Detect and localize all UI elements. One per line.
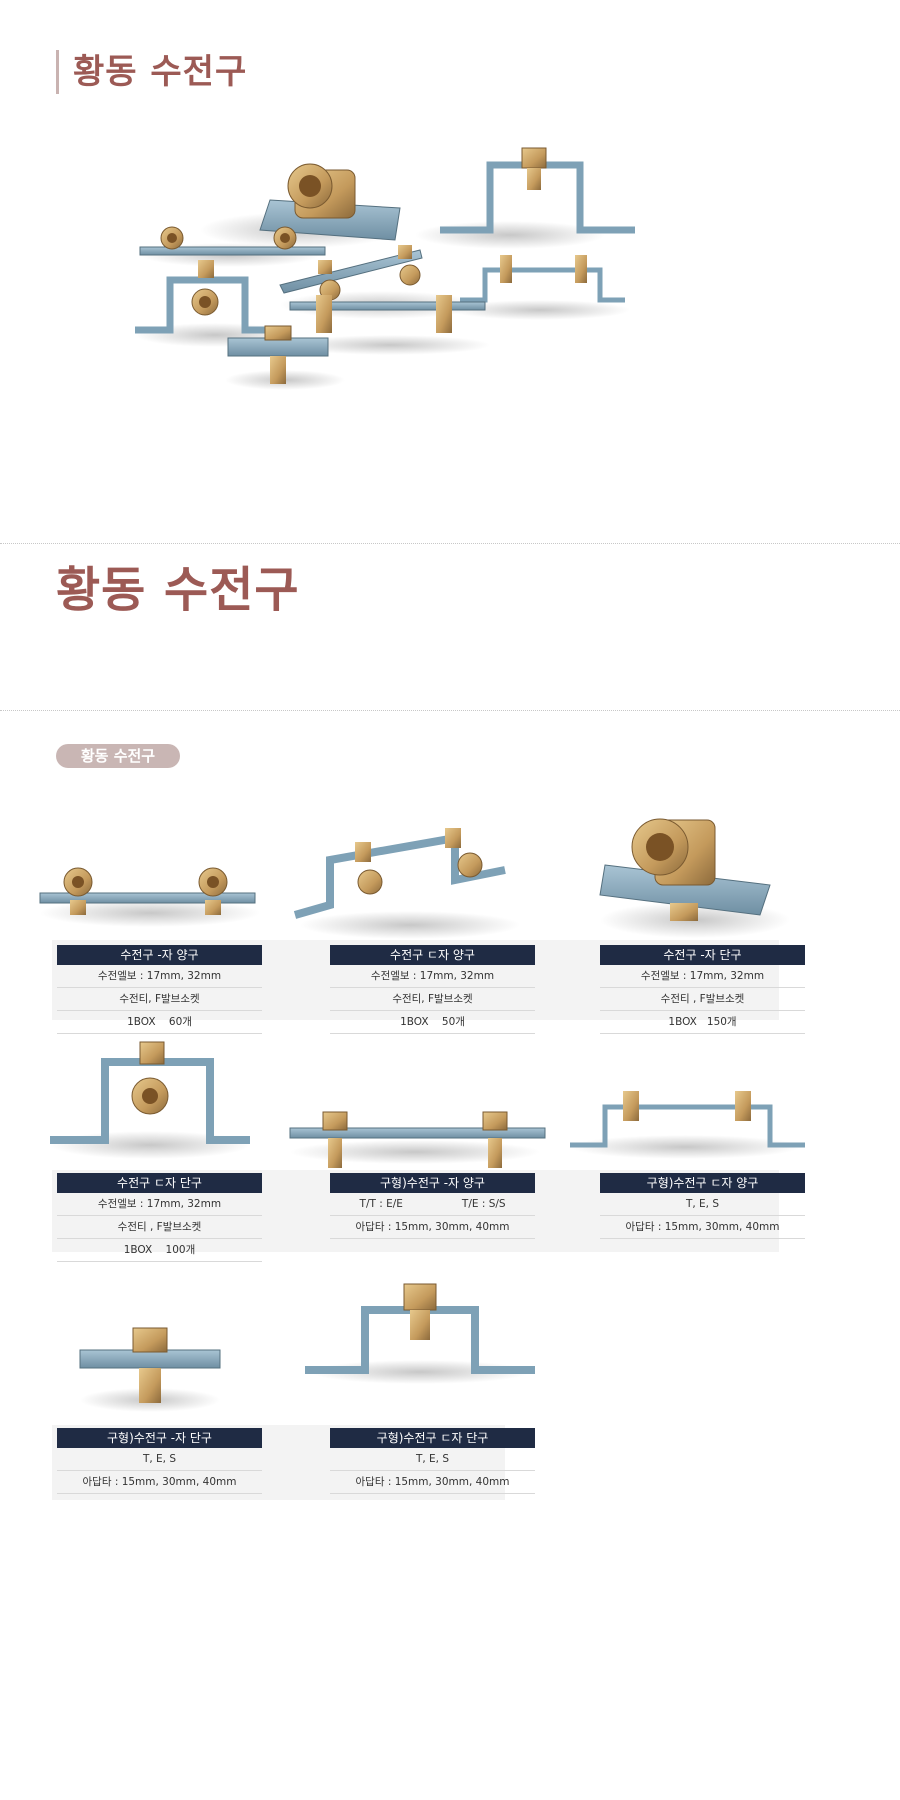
spec-line: 수전엘보 : 17mm, 32mm xyxy=(57,965,262,988)
product-card: 구형)수전구 ㄷ자 단구 T, E, S 아답타 : 15mm, 30mm, 4… xyxy=(330,1428,535,1494)
product-card: 구형)수전구 -자 양구 T/T : E/E T/E : S/S 아답타 : 1… xyxy=(330,1173,535,1239)
spec-line: T, E, S xyxy=(330,1448,535,1471)
spec-line: 수전티, F발브소켓 xyxy=(330,988,535,1011)
spec-line: 수전티 , F발브소켓 xyxy=(600,988,805,1011)
spec-line: T, E, S xyxy=(57,1448,262,1471)
product-name: 수전구 ㄷ자 양구 xyxy=(330,945,535,965)
spec-line: T/T : E/E T/E : S/S xyxy=(330,1193,535,1216)
spec-line: 1BOX 50개 xyxy=(330,1011,535,1034)
hero-product-collage xyxy=(135,147,635,390)
spec-line: T, E, S xyxy=(600,1193,805,1216)
product-name: 구형)수전구 -자 단구 xyxy=(57,1428,262,1448)
product-card: 수전구 ㄷ자 양구 수전엘보 : 17mm, 32mm 수전티, F발브소켓 1… xyxy=(330,945,535,1034)
product-name: 수전구 -자 단구 xyxy=(600,945,805,965)
category-badge: 황동 수전구 xyxy=(56,744,180,768)
section-divider xyxy=(0,543,900,544)
spec-line: 1BOX 150개 xyxy=(600,1011,805,1034)
spec-line: 수전엘보 : 17mm, 32mm xyxy=(57,1193,262,1216)
product-name: 구형)수전구 ㄷ자 양구 xyxy=(600,1173,805,1193)
product-image xyxy=(79,1327,221,1412)
product-name: 구형)수전구 -자 양구 xyxy=(330,1173,535,1193)
product-image xyxy=(289,1111,546,1168)
spec-line: 아답타 : 15mm, 30mm, 40mm xyxy=(600,1216,805,1239)
product-image xyxy=(599,818,790,938)
spec-line: 수전티, F발브소켓 xyxy=(57,988,262,1011)
spec-line: 수전티 , F발브소켓 xyxy=(57,1216,262,1239)
product-card: 구형)수전구 -자 단구 T, E, S 아답타 : 15mm, 30mm, 4… xyxy=(57,1428,262,1494)
product-name: 수전구 ㄷ자 단구 xyxy=(57,1173,262,1193)
product-card: 구형)수전구 ㄷ자 양구 T, E, S 아답타 : 15mm, 30mm, 4… xyxy=(600,1173,805,1239)
product-image xyxy=(570,1091,805,1159)
section-title: 황동 수전구 xyxy=(56,562,300,618)
spec-line: 아답타 : 15mm, 30mm, 40mm xyxy=(57,1471,262,1494)
product-card: 수전구 -자 단구 수전엘보 : 17mm, 32mm 수전티 , F발브소켓 … xyxy=(600,945,805,1034)
product-image xyxy=(305,1283,535,1384)
product-image xyxy=(293,828,520,939)
spec-line: 1BOX 60개 xyxy=(57,1011,262,1034)
product-card: 수전구 -자 양구 수전엘보 : 17mm, 32mm 수전티, F발브소켓 1… xyxy=(57,945,262,1034)
product-card: 수전구 ㄷ자 단구 수전엘보 : 17mm, 32mm 수전티 , F발브소켓 … xyxy=(57,1173,262,1262)
spec-line: 아답타 : 15mm, 30mm, 40mm xyxy=(330,1471,535,1494)
spec-left: T/T : E/E xyxy=(359,1198,403,1210)
product-name: 구형)수전구 ㄷ자 단구 xyxy=(330,1428,535,1448)
section-divider xyxy=(0,710,900,711)
spec-line: 1BOX 100개 xyxy=(57,1239,262,1262)
product-image xyxy=(39,867,260,927)
spec-right: T/E : S/S xyxy=(461,1198,506,1210)
spec-line: 수전엘보 : 17mm, 32mm xyxy=(330,965,535,988)
spec-line: 아답타 : 15mm, 30mm, 40mm xyxy=(330,1216,535,1239)
spec-line: 수전엘보 : 17mm, 32mm xyxy=(600,965,805,988)
page-title: 황동 수전구 xyxy=(56,50,247,94)
product-name: 수전구 -자 양구 xyxy=(57,945,262,965)
product-image xyxy=(50,1041,250,1159)
